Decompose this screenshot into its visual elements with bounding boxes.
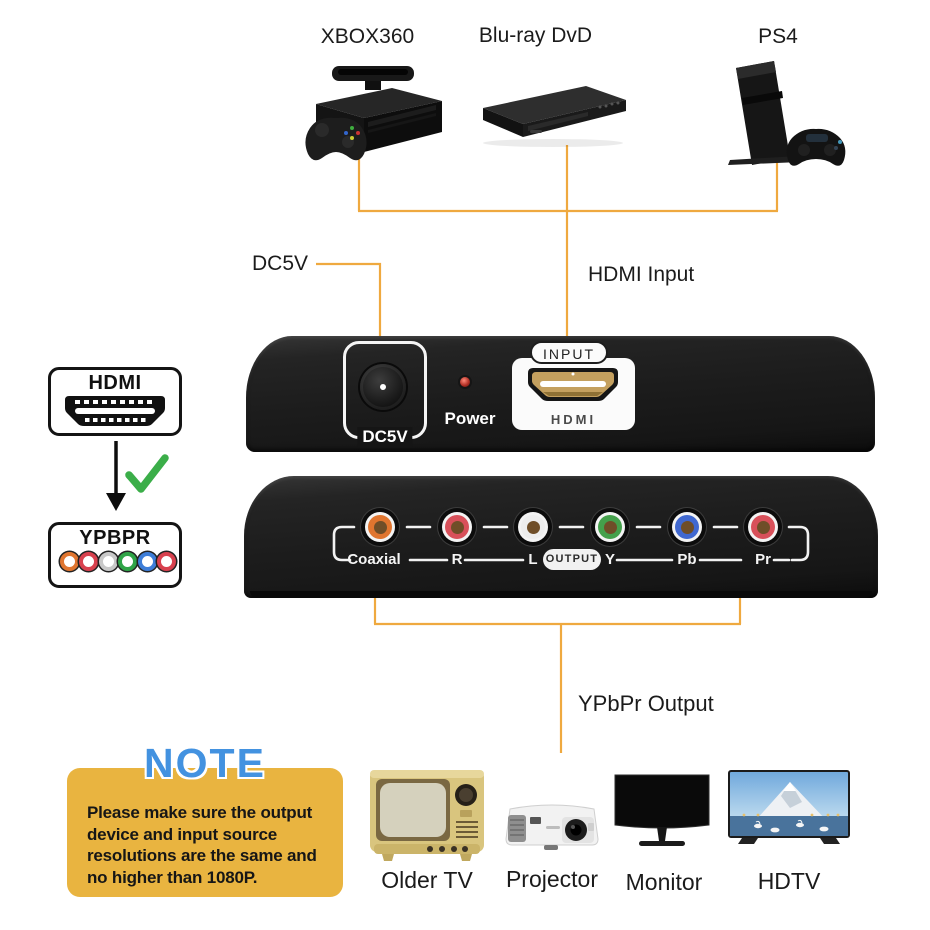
hdmi-badge-label: HDMI xyxy=(88,372,142,394)
hdmi-input-callout: HDMI Input xyxy=(588,263,695,286)
ps4-console-illustration xyxy=(718,52,868,174)
projector-illustration xyxy=(502,799,602,853)
ypbpr-output-callout: YPbPr Output xyxy=(578,691,714,716)
ypbpr-dot-2 xyxy=(98,552,118,571)
dc-jack-icon xyxy=(360,364,406,410)
rca-label-l: L xyxy=(528,551,538,568)
ypbpr-dot-4 xyxy=(137,552,157,571)
converter-front-panel: Coaxial R L Y Pb Pr OUTPUT xyxy=(244,476,878,598)
rca-label-pb: Pb xyxy=(677,551,697,568)
xbox-console-illustration xyxy=(296,58,446,166)
ypbpr-dot-5 xyxy=(157,552,176,571)
dc5v-callout: DC5V xyxy=(252,252,309,275)
hdmi-connector-icon xyxy=(65,396,165,426)
rca-label-pr: Pr xyxy=(755,551,771,568)
power-label: Power xyxy=(444,409,496,428)
converter-rear-panel: DC5V Power HDMI INPUT xyxy=(246,336,875,452)
input-tab: INPUT xyxy=(530,341,608,364)
source-label-xbox360: XBOX360 xyxy=(320,25,415,48)
rca-label-coaxial: Coaxial xyxy=(347,551,401,568)
ypbpr-target-badge: YPBPR xyxy=(48,522,182,588)
older-tv-illustration xyxy=(368,766,486,862)
rca-connector-y xyxy=(591,508,629,546)
ypbpr-dot-1 xyxy=(79,552,99,571)
ypbpr-connector-dots xyxy=(59,551,176,573)
connector-linework xyxy=(332,525,810,562)
output-label-monitor: Monitor xyxy=(625,869,703,895)
hdtv-illustration xyxy=(728,770,850,854)
output-label-projector: Projector xyxy=(505,866,599,892)
hdmi-port-label: HDMI xyxy=(550,412,597,427)
note-box: NOTE Please make sure the output device … xyxy=(67,741,343,897)
hdmi-source-badge: HDMI xyxy=(48,367,182,436)
check-icon xyxy=(125,454,169,493)
note-body: Please make sure the output device and i… xyxy=(87,803,317,887)
source-label-ps4: PS4 xyxy=(758,25,798,48)
hdmi-input-port: HDMI xyxy=(512,358,635,430)
rca-label-r: R xyxy=(451,551,463,568)
ypbpr-dot-0 xyxy=(60,552,79,571)
output-tag: OUTPUT xyxy=(543,549,601,570)
ypbpr-dot-3 xyxy=(118,552,138,571)
dc-port-label: DC5V xyxy=(357,427,413,447)
source-label-bluray: Blu-ray DvD xyxy=(478,24,593,47)
rca-connector-l xyxy=(514,508,552,546)
output-label-older-tv: Older TV xyxy=(381,867,473,893)
power-led-icon xyxy=(460,377,470,387)
dc-power-port: DC5V xyxy=(343,341,427,447)
ypbpr-badge-label: YPBPR xyxy=(79,527,151,549)
rca-connector-pb xyxy=(668,508,706,546)
output-label-hdtv: HDTV xyxy=(757,868,821,894)
rca-connector-coaxial xyxy=(361,508,399,546)
down-arrow-icon xyxy=(106,441,126,511)
note-title: NOTE xyxy=(143,740,266,786)
bluray-player-illustration xyxy=(468,80,633,155)
rca-label-y: Y xyxy=(604,551,616,568)
monitor-illustration xyxy=(612,772,712,852)
rca-connector-pr xyxy=(744,508,782,546)
hdmi-plug-icon xyxy=(528,368,618,401)
rca-connector-r xyxy=(438,508,476,546)
rca-connector-row: Coaxial R L Y Pb Pr xyxy=(244,476,878,598)
